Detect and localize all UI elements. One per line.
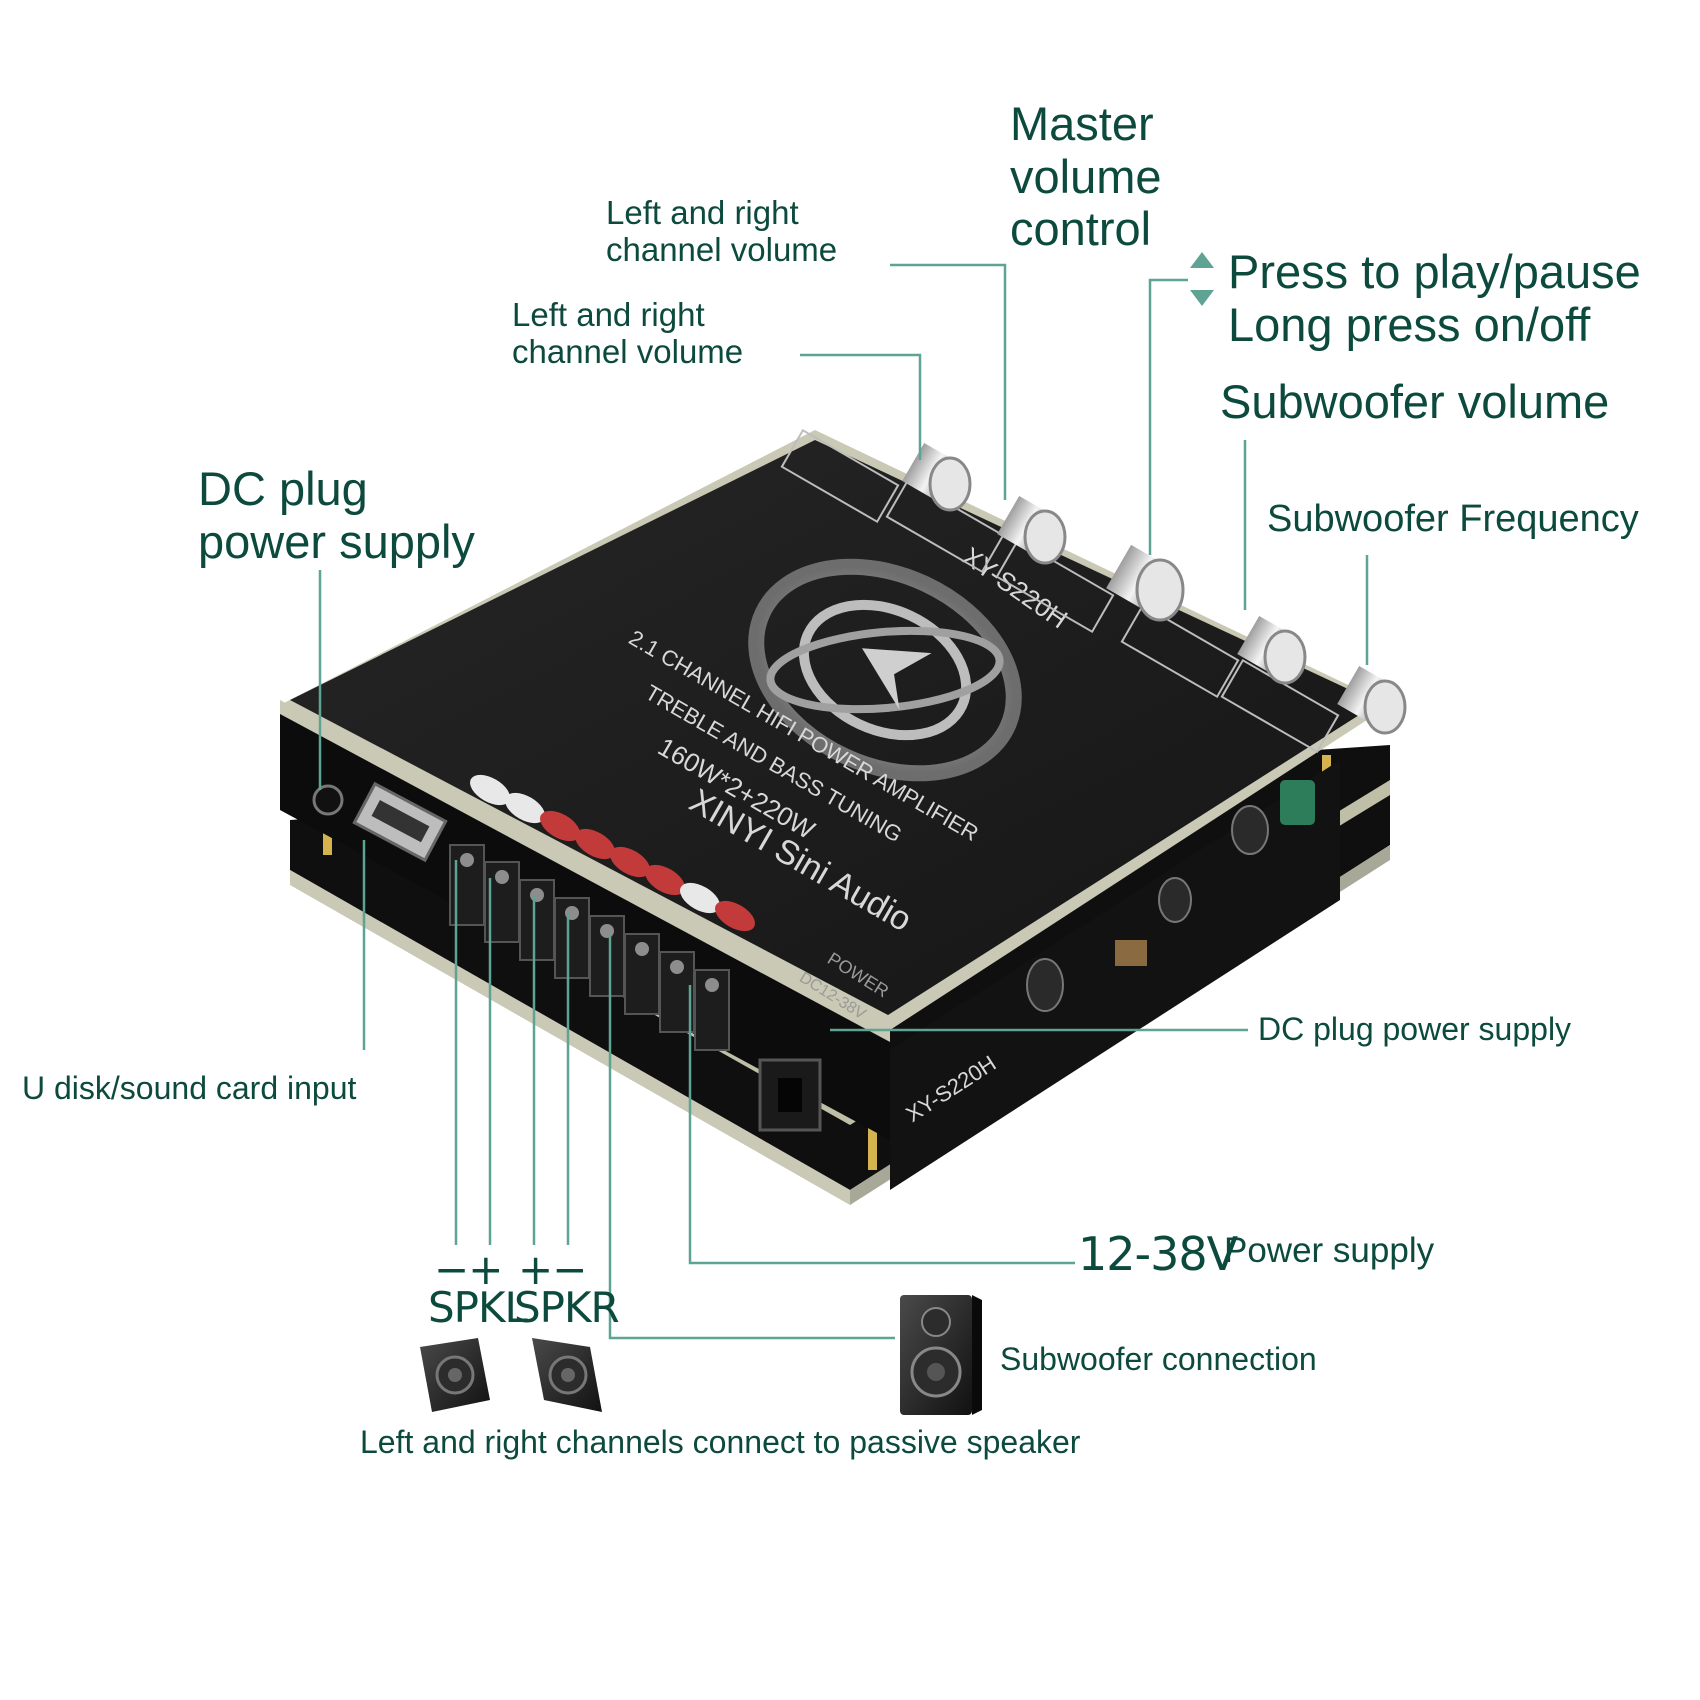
label-spkl-polarity: −+ [434, 1245, 503, 1294]
left-speaker-icon [420, 1338, 490, 1412]
label-spkl: SPKL [428, 1283, 528, 1332]
leader-power-supply [688, 985, 1075, 1265]
label-lr-volume-top: Left and right channel volume [606, 194, 838, 268]
knob-subwoofer-frequency [1337, 665, 1407, 735]
label-usb-input: U disk/sound card input [22, 1070, 357, 1106]
knob-lr-volume-2 [997, 495, 1067, 565]
brand-logo [748, 558, 1022, 782]
label-voltage: 12-38V [1078, 1227, 1238, 1281]
leader-subwoofer-connection [608, 935, 895, 1340]
knob-panels [780, 428, 1340, 754]
label-spkr-polarity: +− [518, 1245, 587, 1294]
label-spkr: SPKR [514, 1283, 620, 1332]
leader-lines [318, 263, 1369, 1340]
leader-play-pause [1148, 278, 1188, 555]
label-dc-plug-top: DC plug power supply [198, 462, 475, 568]
knob-master-volume [1106, 544, 1185, 622]
label-lr-volume-bottom: Left and right channel volume [512, 296, 744, 370]
up-down-arrows-icon [1190, 252, 1214, 306]
label-subwoofer-frequency: Subwoofer Frequency [1267, 498, 1639, 540]
leader-lr-volume-2 [890, 263, 1007, 500]
label-dc-plug-right: DC plug power supply [1258, 1011, 1572, 1047]
terminal-holes [470, 774, 755, 932]
leader-lr-volume-1 [800, 353, 922, 460]
label-master-volume: Master volume control [1010, 97, 1162, 256]
subwoofer-speaker-icon [900, 1295, 982, 1415]
right-speaker-icon [532, 1338, 602, 1412]
knob-lr-volume-1 [902, 442, 972, 512]
label-subwoofer-volume: Subwoofer volume [1220, 375, 1610, 428]
knobs [902, 442, 1407, 735]
side-components [890, 760, 1340, 1190]
label-passive-speaker: Left and right channels connect to passi… [360, 1424, 1081, 1460]
label-play-pause: Press to play/pause Long press on/off [1228, 245, 1641, 351]
label-subwoofer-connection: Subwoofer connection [1000, 1341, 1317, 1377]
knob-subwoofer-volume [1237, 615, 1307, 685]
label-power-supply: Power supply [1224, 1231, 1435, 1270]
